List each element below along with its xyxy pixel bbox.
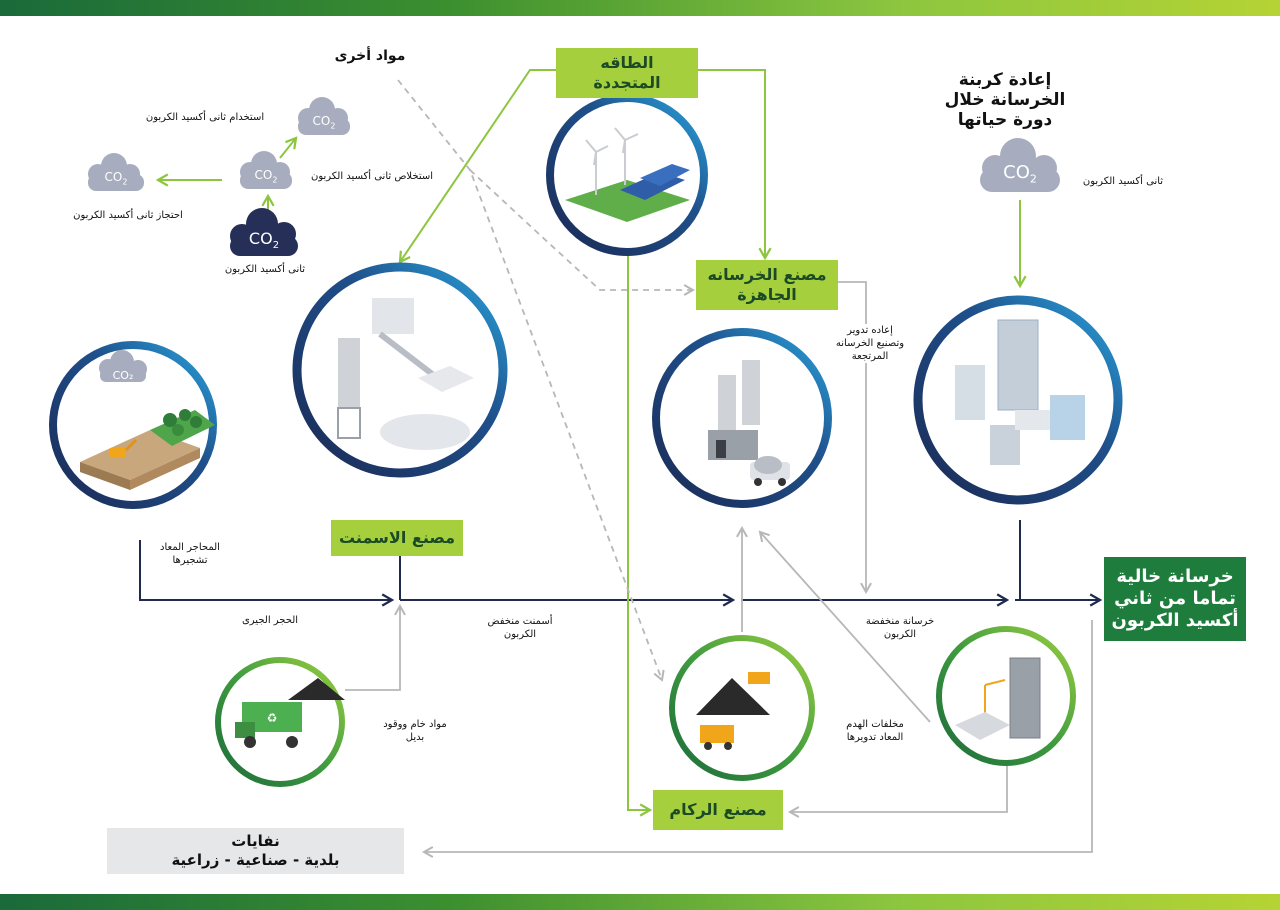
- green-renewable-to-aggregate-arrow: [627, 252, 653, 817]
- cement-plant-box: مصنع الاسمنت: [331, 520, 463, 556]
- loader-icon: [748, 672, 770, 684]
- co2-source-label: ثانى أكسيد الكربون: [224, 264, 306, 275]
- recycle-returned-concrete-label: إعاده تدوير وتصنيع الخرسانه المرتجعة: [820, 324, 920, 363]
- cement-plant-circle: [292, 262, 508, 478]
- gray-site-to-aggregate-arrow: [787, 760, 1008, 818]
- navy-flow-left-arrow: [139, 540, 395, 607]
- tower-icon: [998, 320, 1038, 410]
- coal-pile-icon: [288, 678, 345, 700]
- wind-turbine-icon: [585, 127, 639, 195]
- green-renewable-to-readymix-arrow: [698, 69, 772, 261]
- reforested-quarries-label: المحاجر المعاد تشجيرها: [160, 542, 220, 566]
- recycled-demolition-label: مخلفات الهدم المعاد تدويرها: [846, 719, 904, 743]
- dump-truck-icon: [700, 725, 734, 743]
- low-carbon-cement-label: أسمنت منخفض الكربون: [487, 616, 553, 640]
- silo-icon: [338, 338, 360, 408]
- net-zero-concrete-box: خرسانة خالية تماما من ثاني أكسيد الكربون: [1104, 557, 1246, 641]
- limestone-label: الحجر الجيرى: [241, 615, 299, 626]
- co2-use-label: استخدام ثانى أكسيد الكربون: [145, 112, 265, 123]
- other-materials-label: مواد أخرى: [334, 48, 406, 64]
- renewable-energy-circle: [546, 94, 708, 256]
- construction-site-circle: [936, 626, 1076, 766]
- readymix-plant-circle: [652, 328, 832, 508]
- co2-use-cloud-icon: [298, 97, 350, 135]
- dashed-other-materials-arrow: [469, 169, 696, 296]
- rock-pile-icon: [696, 678, 770, 715]
- gray-waste-return-arrow: [421, 620, 1093, 858]
- low-carbon-concrete-label: خرسانة منخفضة الكربون: [865, 616, 935, 640]
- gray-raw-material-arrow: [345, 603, 406, 691]
- waste-box: نفايات بلدية - صناعية - زراعية: [107, 828, 404, 874]
- co2-capture-cloud-label: CO2: [254, 168, 278, 185]
- raw-materials-circle: ♻: [215, 657, 345, 787]
- recarbonation-label: إعادة كربنة الخرسانة خلال دورة حياتها: [944, 70, 1066, 130]
- excavator-icon: [110, 448, 126, 457]
- dashed-other-to-aggregate-arrow: [397, 79, 665, 682]
- co2-storage-label: احتجاز ثانى أكسيد الكربون: [73, 210, 183, 221]
- svg-text:♻: ♻: [267, 711, 278, 725]
- aggregate-circle: [669, 635, 815, 781]
- concrete-silo-icon: [718, 375, 736, 430]
- aggregate-plant-box: مصنع الركام: [653, 790, 783, 830]
- green-renewable-to-cement-arrow: [398, 69, 556, 264]
- bottom-gradient-bar: [0, 894, 1280, 910]
- co2-storage-cloud-icon: [88, 153, 144, 191]
- co2-right-cloud-label: CO2: [1003, 162, 1037, 186]
- gray-demolition-arrow: [758, 530, 931, 723]
- co2-use-cloud-label: CO2: [312, 114, 336, 131]
- co2-source-cloud-label: CO2: [248, 229, 280, 252]
- storage-dome-icon: [380, 414, 470, 450]
- co2-right-cloud-icon: [980, 138, 1060, 192]
- svg-text:CO₂: CO₂: [113, 369, 134, 382]
- buildings-circle: [913, 295, 1123, 505]
- cloud-icon: CO₂: [99, 350, 147, 382]
- co2-source-cloud-icon: [230, 208, 298, 256]
- co2-storage-cloud-label: CO2: [104, 170, 128, 187]
- renewable-energy-box: الطاقه المتجددة: [556, 48, 698, 98]
- quarry-circle: CO₂: [49, 341, 217, 509]
- co2-capture-cloud-icon: [240, 151, 292, 189]
- top-gradient-bar: [0, 0, 1280, 16]
- green-capture-to-use-arrow: [279, 136, 298, 159]
- building-under-construction-icon: [1010, 658, 1040, 738]
- co2-right-label: ثانى أكسيد الكربون: [1082, 176, 1164, 187]
- gray-recycle-arrow: [838, 281, 872, 595]
- raw-materials-fuel-label: مواد خام ووقود بديل: [383, 719, 447, 743]
- co2-capture-label: استخلاص ثانى أكسيد الكربون: [310, 171, 434, 182]
- readymix-plant-box: مصنع الخرسانه الجاهزة: [696, 260, 838, 310]
